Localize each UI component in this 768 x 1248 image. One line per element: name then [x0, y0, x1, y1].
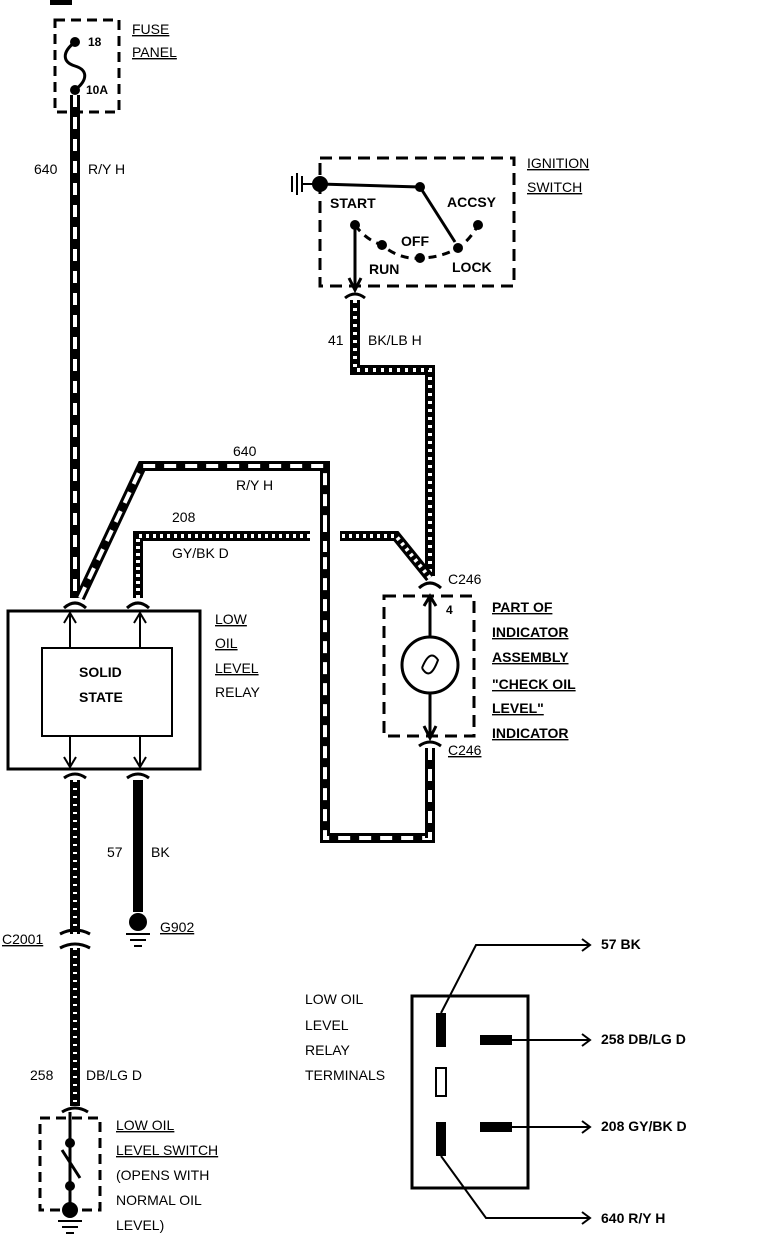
- ign-accsy: ACCSY: [447, 194, 497, 210]
- switch-label-2: LEVEL SWITCH: [116, 1142, 218, 1158]
- wire-41-color: BK/LB H: [368, 332, 422, 348]
- ignition-switch: START ACCSY OFF RUN LOCK IGNITION SWITCH: [291, 155, 589, 294]
- wire-57-color: BK: [151, 844, 170, 860]
- switch-label-5: LEVEL): [116, 1217, 164, 1233]
- ign-start: START: [330, 195, 376, 211]
- wire-57: 57 BK: [107, 780, 170, 912]
- wire-258-color: DB/LG D: [86, 1067, 142, 1083]
- wire-640-branch-circuit: 640: [233, 443, 257, 459]
- wire-640-color: R/Y H: [88, 161, 125, 177]
- indicator-line-2: INDICATOR: [492, 624, 568, 640]
- wire-258-circuit: 258: [30, 1067, 54, 1083]
- relay-label-3: LEVEL: [215, 660, 259, 676]
- c246-top-label: C246: [448, 571, 482, 587]
- terminal-57: 57 BK: [601, 936, 641, 952]
- wire-640-circuit: 640: [34, 161, 58, 177]
- terminal-640: 640 R/Y H: [601, 1210, 665, 1226]
- ground-g902: G902: [126, 913, 194, 947]
- terminals-label-2: LEVEL: [305, 1017, 349, 1033]
- indicator-line-3: ASSEMBLY: [492, 649, 569, 665]
- switch-label-3: (OPENS WITH: [116, 1167, 209, 1183]
- wire-208-color: GY/BK D: [172, 545, 229, 561]
- terminal-208: 208 GY/BK D: [601, 1118, 687, 1134]
- fuse-rating: 10A: [86, 83, 108, 97]
- switch-label-4: NORMAL OIL: [116, 1192, 202, 1208]
- ignition-label-1: IGNITION: [527, 155, 589, 171]
- terminals-label-4: TERMINALS: [305, 1067, 385, 1083]
- wire-41-circuit: 41: [328, 332, 344, 348]
- fuse-panel-label-1: FUSE: [132, 21, 169, 37]
- wire-41: 41 BK/LB H: [328, 300, 435, 576]
- terminals-label-3: RELAY: [305, 1042, 351, 1058]
- terminal-258: 258 DB/LG D: [601, 1031, 686, 1047]
- relay-label-1: LOW: [215, 611, 248, 627]
- relay-label-2: OIL: [215, 635, 238, 651]
- wire-640-main: 640 R/Y H: [34, 95, 125, 598]
- relay-inner-2: STATE: [79, 689, 123, 705]
- c2001-label: C2001: [2, 931, 43, 947]
- wire-208-circuit: 208: [172, 509, 196, 525]
- ign-lock: LOCK: [452, 259, 492, 275]
- relay-inner-1: SOLID: [79, 664, 122, 680]
- low-oil-level-relay: SOLID STATE LOW OIL LEVEL RELAY: [6, 601, 261, 780]
- fuse-panel: 18 10A FUSE PANEL: [53, 18, 177, 114]
- wire-640-branch-color: R/Y H: [236, 477, 273, 493]
- indicator-line-5: LEVEL": [492, 700, 544, 716]
- ign-run: RUN: [369, 261, 399, 277]
- relay-terminals: LOW OIL LEVEL RELAY TERMINALS 57 BK 258 …: [305, 936, 687, 1226]
- fuse-panel-label-2: PANEL: [132, 44, 177, 60]
- indicator-line-6: INDICATOR: [492, 725, 568, 741]
- relay-label-4: RELAY: [215, 684, 261, 700]
- indicator-line-1: PART OF: [492, 599, 553, 615]
- ground-label: G902: [160, 919, 194, 935]
- indicator-assembly: C246 4 C246 PART OF INDICATOR ASSEMBLY "…: [382, 571, 576, 758]
- wire-57-circuit: 57: [107, 844, 123, 860]
- wire-208: 208 GY/BK D: [133, 509, 434, 598]
- fuse-pin-18: 18: [88, 35, 102, 49]
- c246-pin-4: 4: [446, 603, 453, 617]
- terminals-label-1: LOW OIL: [305, 991, 364, 1007]
- wire-258: C2001 258 DB/LG D: [2, 780, 142, 1106]
- ign-off: OFF: [401, 233, 429, 249]
- low-oil-level-switch: LOW OIL LEVEL SWITCH (OPENS WITH NORMAL …: [38, 1106, 218, 1234]
- indicator-line-4: "CHECK OIL: [492, 676, 576, 692]
- ignition-label-2: SWITCH: [527, 179, 582, 195]
- switch-label-1: LOW OIL: [116, 1117, 175, 1133]
- c246-bottom-label: C246: [448, 742, 482, 758]
